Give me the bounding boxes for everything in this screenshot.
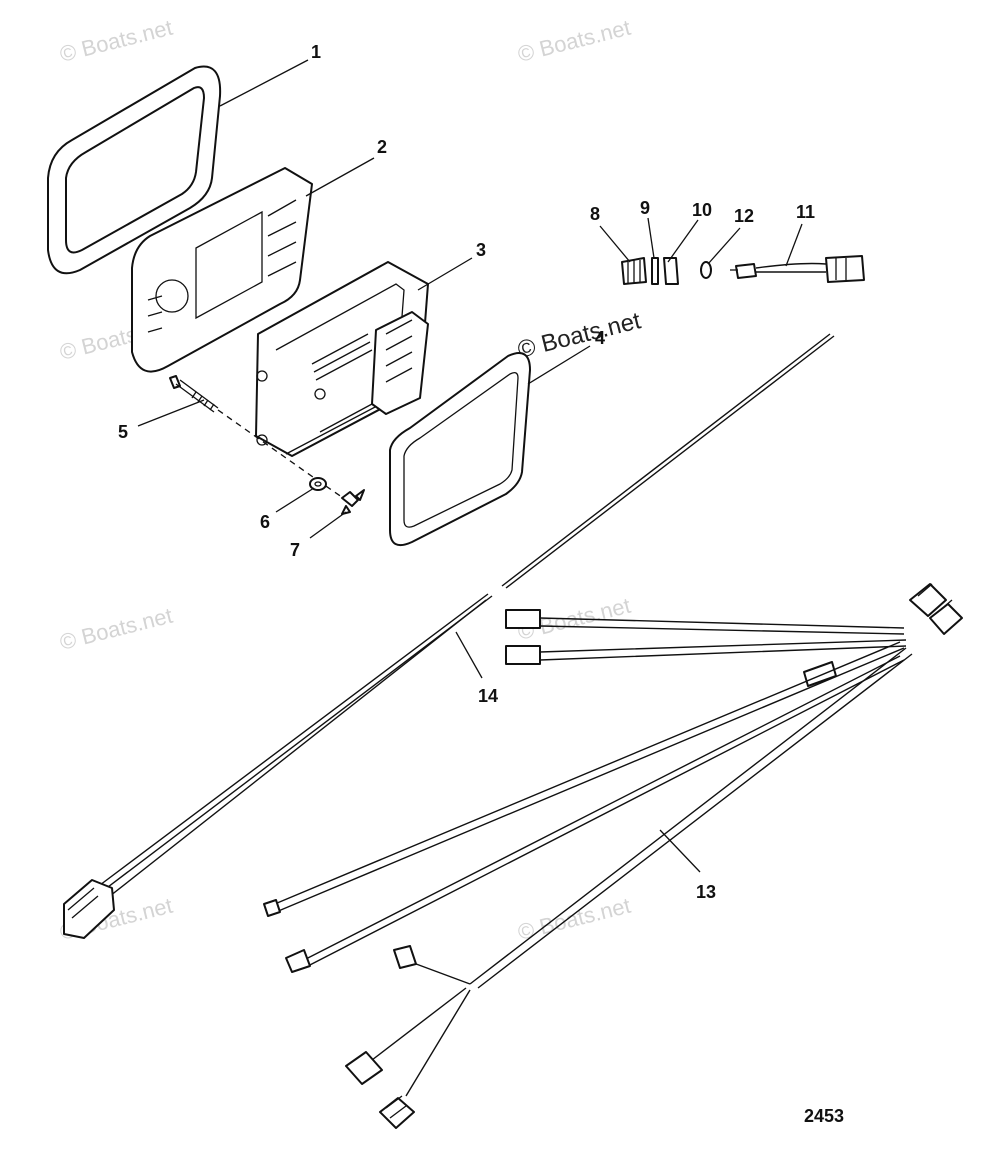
callout-6: 6 bbox=[260, 512, 270, 532]
watermark-center: © Boats.net bbox=[515, 307, 644, 364]
part-11-sensor bbox=[730, 255, 865, 283]
leader-10 bbox=[667, 219, 699, 263]
callout-14: 14 bbox=[478, 686, 498, 706]
part-9-shim bbox=[651, 257, 659, 285]
leader-11 bbox=[785, 223, 803, 267]
leader-5 bbox=[137, 399, 205, 427]
part-13-harness bbox=[263, 583, 963, 1129]
leader-4 bbox=[527, 345, 591, 385]
callout-2: 2 bbox=[377, 137, 387, 157]
leader-12 bbox=[707, 227, 741, 265]
callout-5: 5 bbox=[118, 422, 128, 442]
leader-13 bbox=[659, 829, 701, 873]
callout-10: 10 bbox=[692, 200, 712, 220]
part-2-housing bbox=[131, 167, 313, 373]
part-4-gasket bbox=[389, 352, 531, 546]
part-12-oring bbox=[700, 261, 712, 279]
leader-7 bbox=[309, 511, 347, 539]
leader-2 bbox=[305, 157, 375, 197]
watermark-1: © Boats.net bbox=[57, 15, 175, 67]
callout-4: 4 bbox=[595, 328, 605, 348]
part-7-wingnut bbox=[341, 489, 365, 515]
part-14-cable bbox=[63, 333, 835, 939]
figure-number: 2453 bbox=[804, 1106, 844, 1126]
callout-1: 1 bbox=[311, 42, 321, 62]
callout-labels: 1 2 3 4 5 6 7 8 9 10 12 11 13 14 bbox=[118, 42, 815, 902]
part-1-bezel bbox=[47, 65, 222, 275]
leader-14 bbox=[455, 631, 483, 679]
watermark-4: © Boats.net bbox=[57, 603, 175, 655]
callout-11: 11 bbox=[796, 202, 815, 222]
part-8-grommet bbox=[621, 257, 647, 285]
part-6-washer bbox=[309, 477, 327, 491]
leader-9 bbox=[647, 217, 655, 259]
callout-13: 13 bbox=[696, 882, 716, 902]
callout-7: 7 bbox=[290, 540, 300, 560]
leader-lines bbox=[137, 59, 803, 873]
part-3-module bbox=[255, 261, 429, 457]
callout-8: 8 bbox=[590, 204, 600, 224]
leader-1 bbox=[219, 59, 309, 107]
leader-6 bbox=[275, 487, 315, 513]
callout-9: 9 bbox=[640, 198, 650, 218]
leader-8 bbox=[599, 225, 631, 263]
leader-3 bbox=[417, 257, 473, 291]
part-10-nut bbox=[663, 257, 679, 285]
callout-12: 12 bbox=[734, 206, 754, 226]
watermark-2: © Boats.net bbox=[515, 15, 633, 67]
callout-3: 3 bbox=[476, 240, 486, 260]
watermark-7: © Boats.net bbox=[515, 893, 633, 945]
